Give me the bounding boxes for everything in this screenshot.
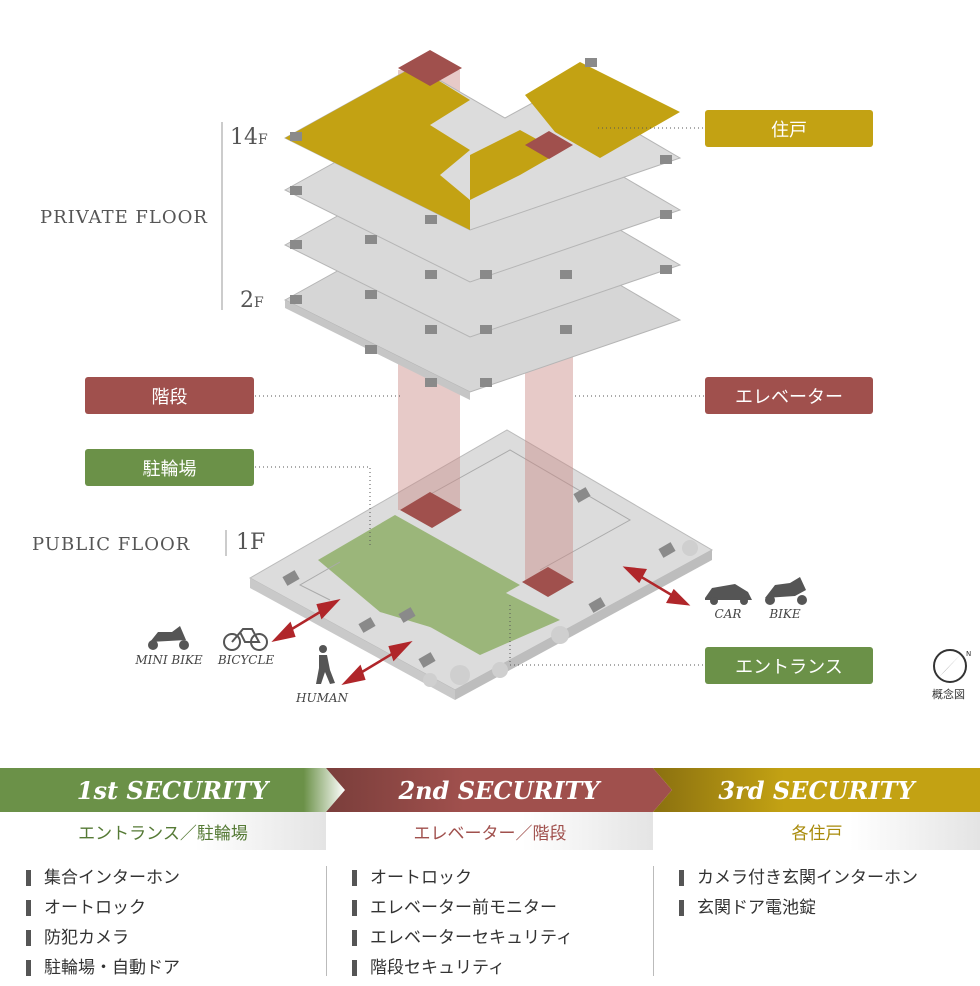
third-security-list: カメラ付き玄関インターホン 玄関ドア電池錠	[679, 866, 918, 926]
elevator-callout: エレベーター	[705, 377, 873, 414]
bicycle-icon	[223, 628, 268, 651]
ground-floor-number: 1F	[236, 530, 266, 555]
car-label: CAR	[714, 607, 742, 621]
motorbike-icon	[765, 577, 807, 605]
column-divider	[653, 866, 654, 976]
first-security-subtitle: エントランス／駐輪場	[0, 812, 326, 850]
walking-person-icon	[316, 645, 335, 684]
compass-caption: 概念図	[932, 688, 965, 701]
second-security-title: 2nd SECURITY	[398, 775, 600, 805]
first-security-band: 1st SECURITY	[0, 768, 345, 812]
list-item: 玄関ドア電池錠	[679, 896, 918, 926]
bicycle-label: BICYCLE	[217, 653, 275, 667]
stairs-ground-cap	[400, 492, 462, 528]
scooter-icon	[148, 626, 189, 650]
list-item: 防犯カメラ	[26, 926, 180, 956]
leader-lines	[255, 127, 705, 666]
green-area	[400, 575, 560, 655]
stairs-top-cap	[398, 50, 462, 86]
list-item: 集合インターホン	[26, 866, 180, 896]
top-floor-number: 14F	[230, 125, 268, 150]
list-item: エレベーターセキュリティ	[352, 926, 573, 956]
elevator-top-cap	[525, 131, 573, 159]
elevator-ground-cap	[522, 567, 574, 597]
low-floor-value: 2	[240, 288, 254, 313]
stairs-callout: 階段	[85, 377, 254, 414]
bicycle-parking-callout: 駐輪場	[85, 449, 254, 486]
private-floor-label: PRIVATE FLOOR	[40, 207, 208, 228]
third-security-title: 3rd SECURITY	[718, 775, 915, 805]
entrance-callout: エントランス	[705, 647, 873, 684]
list-item: 駐輪場・自動ドア	[26, 956, 180, 986]
private-floor-stack	[283, 58, 682, 400]
unit-area	[525, 62, 680, 158]
security-building-diagram: N	[148, 50, 971, 700]
second-security-list: オートロック エレベーター前モニター エレベーターセキュリティ 階段セキュリティ	[352, 866, 573, 986]
top-floor-value: 14	[230, 125, 258, 150]
floor-unit: F	[258, 132, 268, 148]
third-security-subtitle: 各住戸	[654, 812, 980, 850]
public-floor-label: PUBLIC FLOOR	[32, 534, 191, 555]
compass-icon: N	[933, 649, 971, 683]
svg-text:N: N	[966, 650, 971, 658]
unit-area	[285, 66, 470, 230]
floor-unit: F	[254, 295, 264, 311]
human-label: HUMAN	[295, 691, 349, 705]
mini-bike-label: MINI BIKE	[135, 653, 203, 667]
list-item: オートロック	[352, 866, 573, 896]
first-security-list: 集合インターホン オートロック 防犯カメラ 駐輪場・自動ドア	[26, 866, 180, 986]
list-item: カメラ付き玄関インターホン	[679, 866, 918, 896]
low-floor-number: 2F	[240, 288, 264, 313]
column-divider	[326, 866, 327, 976]
first-security-title: 1st SECURITY	[76, 775, 269, 805]
list-item: オートロック	[26, 896, 180, 926]
unit-callout: 住戸	[705, 110, 873, 147]
car-icon	[705, 584, 752, 605]
list-item: エレベーター前モニター	[352, 896, 573, 926]
bike-label: BIKE	[769, 607, 801, 621]
list-item: 階段セキュリティ	[352, 956, 573, 986]
access-arrows	[271, 566, 691, 686]
third-security-band: 3rd SECURITY	[653, 768, 980, 812]
second-security-band: 2nd SECURITY	[326, 768, 672, 812]
second-security-subtitle: エレベーター／階段	[327, 812, 653, 850]
public-floor-slab	[248, 429, 714, 700]
